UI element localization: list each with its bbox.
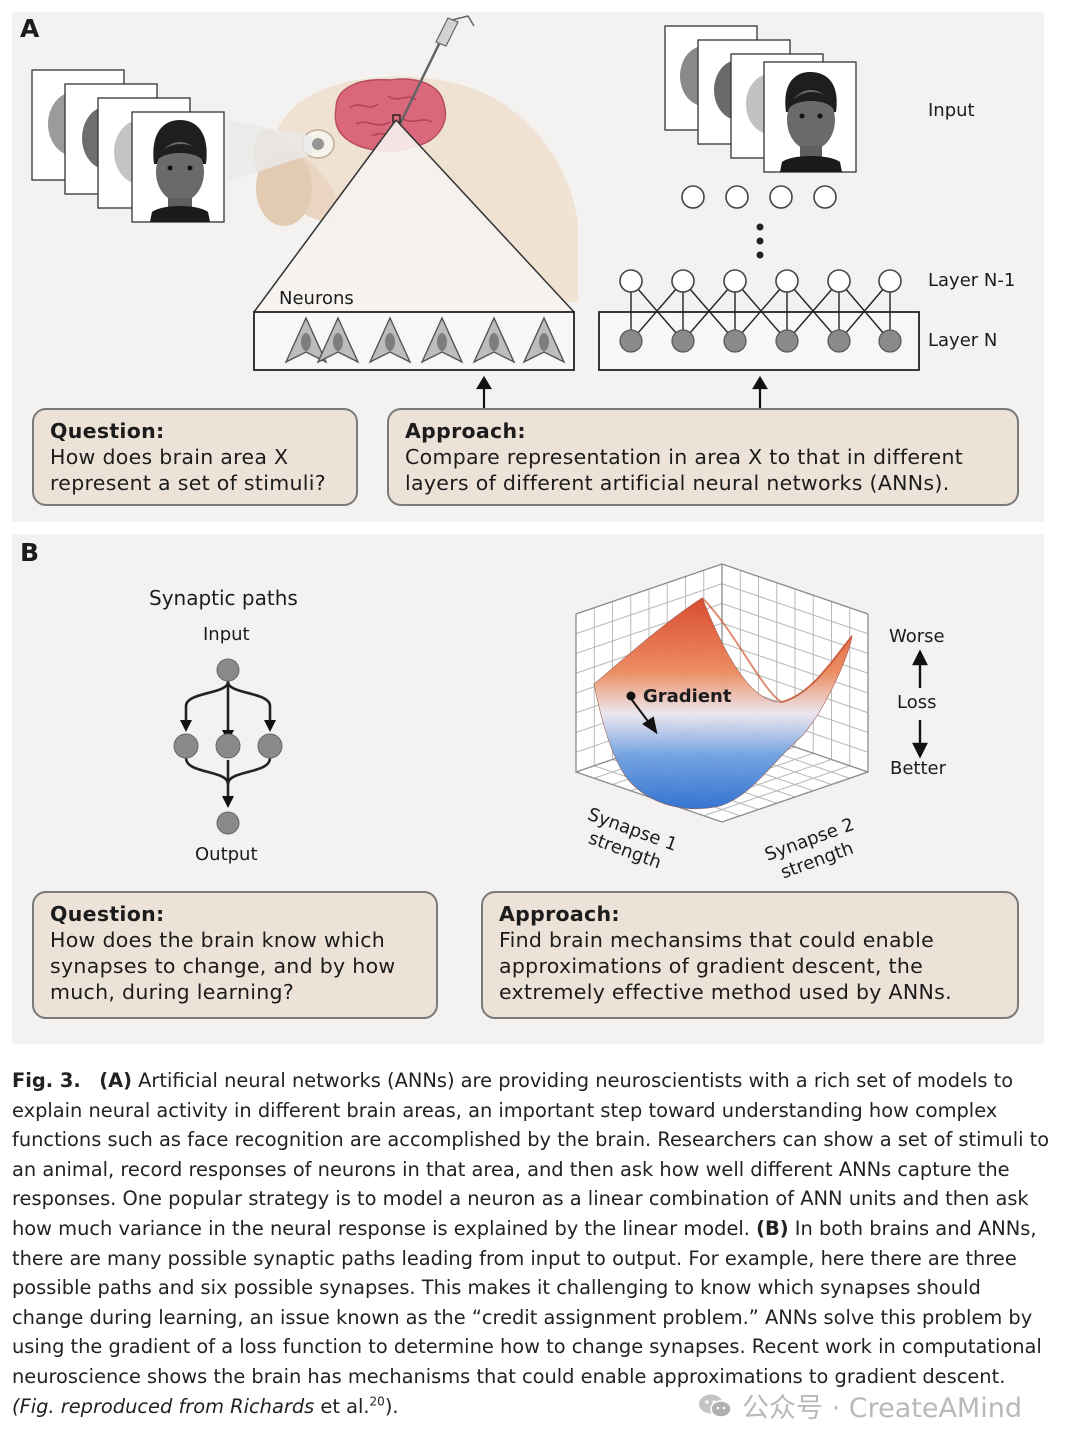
reference-number: 20 [369, 1394, 385, 1409]
ann-node-layer-n [775, 329, 799, 353]
worse-label: Worse [889, 626, 945, 647]
brain-illustration [334, 78, 447, 152]
ann-node-layer-n [619, 329, 643, 353]
caption-reproduced-text: (Fig. reproduced from Richards [12, 1394, 315, 1418]
wechat-icon [699, 1394, 732, 1418]
panel-b: B [12, 534, 1044, 1044]
approach-heading: Approach: [499, 902, 620, 926]
question-box-a: Question: How does brain area X represen… [32, 408, 358, 506]
ann-layer-n-minus-1-nodes [619, 269, 902, 293]
ann-layer-n-box [598, 311, 920, 371]
ann-node-layer-n-minus-1 [827, 269, 851, 293]
figure-label: Fig. 3. [12, 1069, 81, 1092]
ann-node-layer-n-minus-1 [723, 269, 747, 293]
loss-surface [593, 597, 853, 810]
ann-node-layer-n [878, 329, 902, 353]
better-label: Better [890, 758, 947, 779]
ellipsis-dots [756, 223, 764, 259]
caption-b-label: (B) [756, 1216, 789, 1240]
synaptic-path-network [173, 658, 283, 835]
ann-node-layer-n-minus-1 [671, 269, 695, 293]
approach-text: Compare representation in area X to that… [405, 445, 964, 495]
approach-text: Find brain mechansims that could enable … [499, 928, 952, 1004]
ann-node-layer-n-minus-1 [878, 269, 902, 293]
question-heading: Question: [50, 902, 165, 926]
caption-a-label: (A) [99, 1069, 132, 1092]
panel-a: A [12, 12, 1044, 522]
panel-a-letter: A [20, 14, 40, 43]
question-text: How does brain area X represent a set of… [50, 445, 326, 495]
grid-line [721, 662, 869, 714]
caption-a-text: Artificial neural networks (ANNs) are pr… [12, 1069, 1050, 1240]
synaptic-input-label: Input [203, 624, 250, 645]
grid-line [703, 765, 850, 817]
ann-connection-line [734, 280, 788, 342]
ann-input-nodes [681, 185, 837, 209]
caption-etal-text: et al. [314, 1394, 370, 1418]
question-text: How does the brain know which synapses t… [50, 928, 396, 1004]
face-stimuli-stack [31, 69, 225, 223]
panel-a-illustration [31, 15, 920, 408]
question-box-b: Question: How does the brain know which … [32, 891, 438, 1019]
watermark: 公众号 · CreateAMind [698, 1386, 1022, 1425]
neuron-icons [284, 316, 566, 364]
ann-node-layer-n [671, 329, 695, 353]
ann-node-layer-n-minus-1 [775, 269, 799, 293]
caption-end-text: ). [384, 1394, 399, 1418]
ann-node-layer-n [827, 329, 851, 353]
input-label: Input [928, 100, 975, 121]
ann-input-face-stack [664, 25, 857, 173]
ann-node-layer-n-minus-1 [619, 269, 643, 293]
layer-n1-label: Layer N-1 [928, 270, 1016, 291]
grid-line [721, 642, 869, 694]
panel-b-letter: B [20, 538, 40, 567]
ann-connection-line [682, 280, 736, 342]
watermark-text: 公众号 · CreateAMind [742, 1393, 1022, 1424]
question-heading: Question: [50, 419, 165, 443]
approach-box-a: Approach: Compare representation in area… [387, 408, 1019, 506]
gradient-label: Gradient [643, 686, 732, 707]
loss-direction-arrows [912, 649, 928, 759]
neurons-label: Neurons [279, 288, 354, 309]
approach-heading: Approach: [405, 419, 526, 443]
caption-b-text: In both brains and ANNs, there are many … [12, 1216, 1042, 1388]
panel-b-illustration [173, 563, 928, 835]
approach-box-b: Approach: Find brain mechansims that cou… [481, 891, 1019, 1019]
synaptic-output-label: Output [195, 844, 258, 865]
arrow-up-icon [476, 375, 768, 408]
layer-n-label: Layer N [928, 330, 998, 351]
ann-layer-n-nodes [619, 329, 902, 353]
figure-caption: Fig. 3. (A) Artificial neural networks (… [12, 1066, 1052, 1421]
ann-connection-line [838, 280, 891, 342]
ann-node-layer-n [723, 329, 747, 353]
synaptic-paths-title: Synaptic paths [149, 586, 298, 610]
loss-label: Loss [897, 692, 937, 713]
ann-connection-line [786, 280, 840, 342]
gradient-arrow-icon [626, 691, 658, 735]
ann-connection-line [630, 280, 684, 342]
